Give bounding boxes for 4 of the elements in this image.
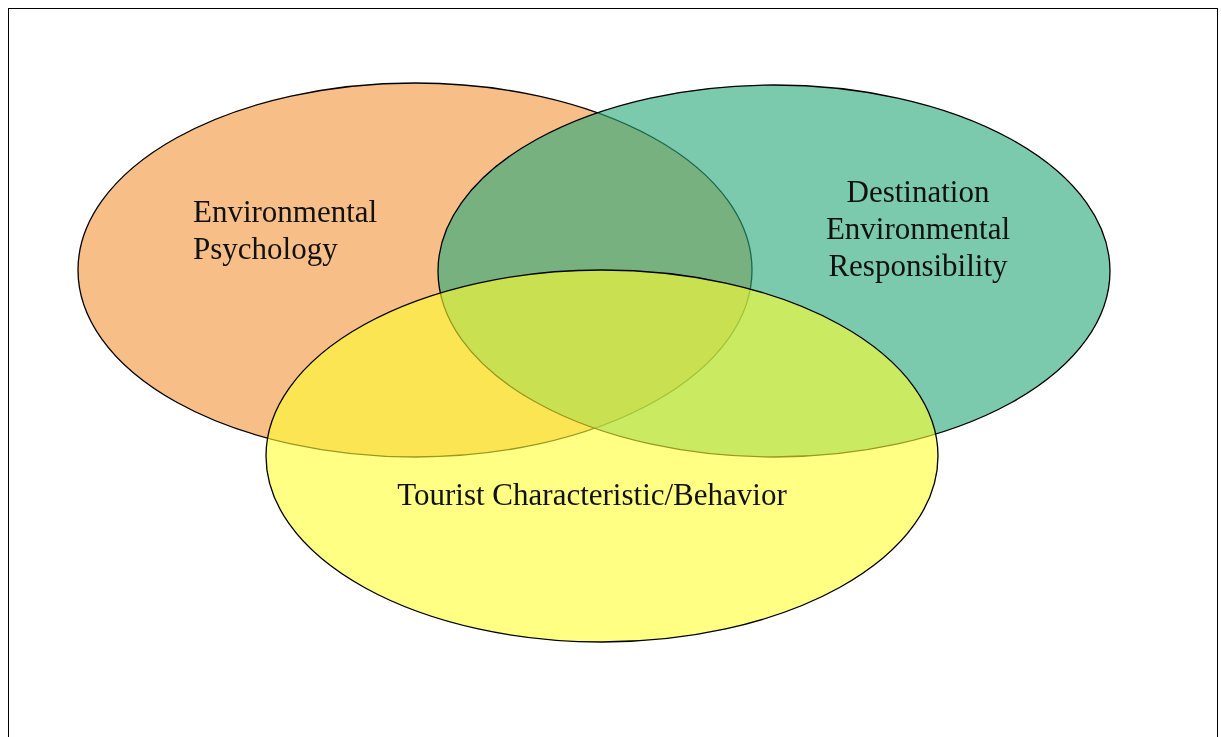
circle-label: Environmental Psychology (193, 193, 379, 268)
circle-label: Destination Environmental Responsibility (824, 173, 1012, 285)
venn-ellipse (78, 83, 752, 457)
circle-label: Tourist Characteristic/Behavior (396, 476, 788, 514)
